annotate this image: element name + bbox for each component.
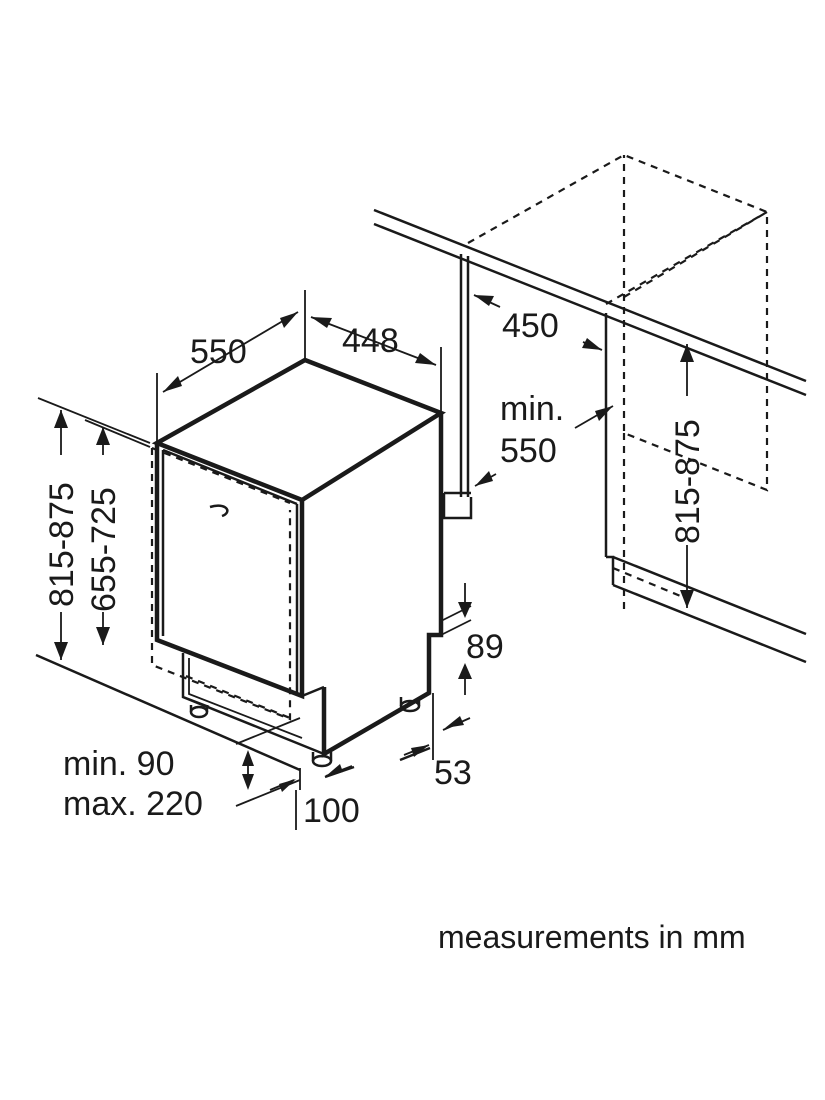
label-niche-height: 815-875 (669, 419, 707, 544)
label-height-total: 815-875 (43, 482, 81, 607)
label-foot-89: 89 (466, 628, 504, 666)
label-plinth-min: min. 90 (63, 745, 175, 783)
label-height-door: 655-725 (85, 487, 123, 612)
label-width-448: 448 (342, 322, 399, 360)
label-foot-depth-100: 100 (303, 792, 360, 830)
installation-niche (373, 153, 807, 664)
dishwasher-appliance (150, 357, 446, 768)
measurements-caption: measurements in mm (438, 919, 746, 955)
label-niche-width-450: 450 (502, 307, 559, 345)
label-depth-550: 550 (190, 333, 247, 371)
label-plinth-max: max. 220 (63, 785, 203, 823)
dimension-labels: 550 448 450 min. 550 815-875 815-875 655… (43, 307, 707, 830)
label-niche-depth-550: 550 (500, 432, 557, 470)
label-niche-depth-min: min. (500, 390, 564, 428)
dimension-lines (37, 290, 694, 830)
label-foot-53: 53 (434, 754, 472, 792)
